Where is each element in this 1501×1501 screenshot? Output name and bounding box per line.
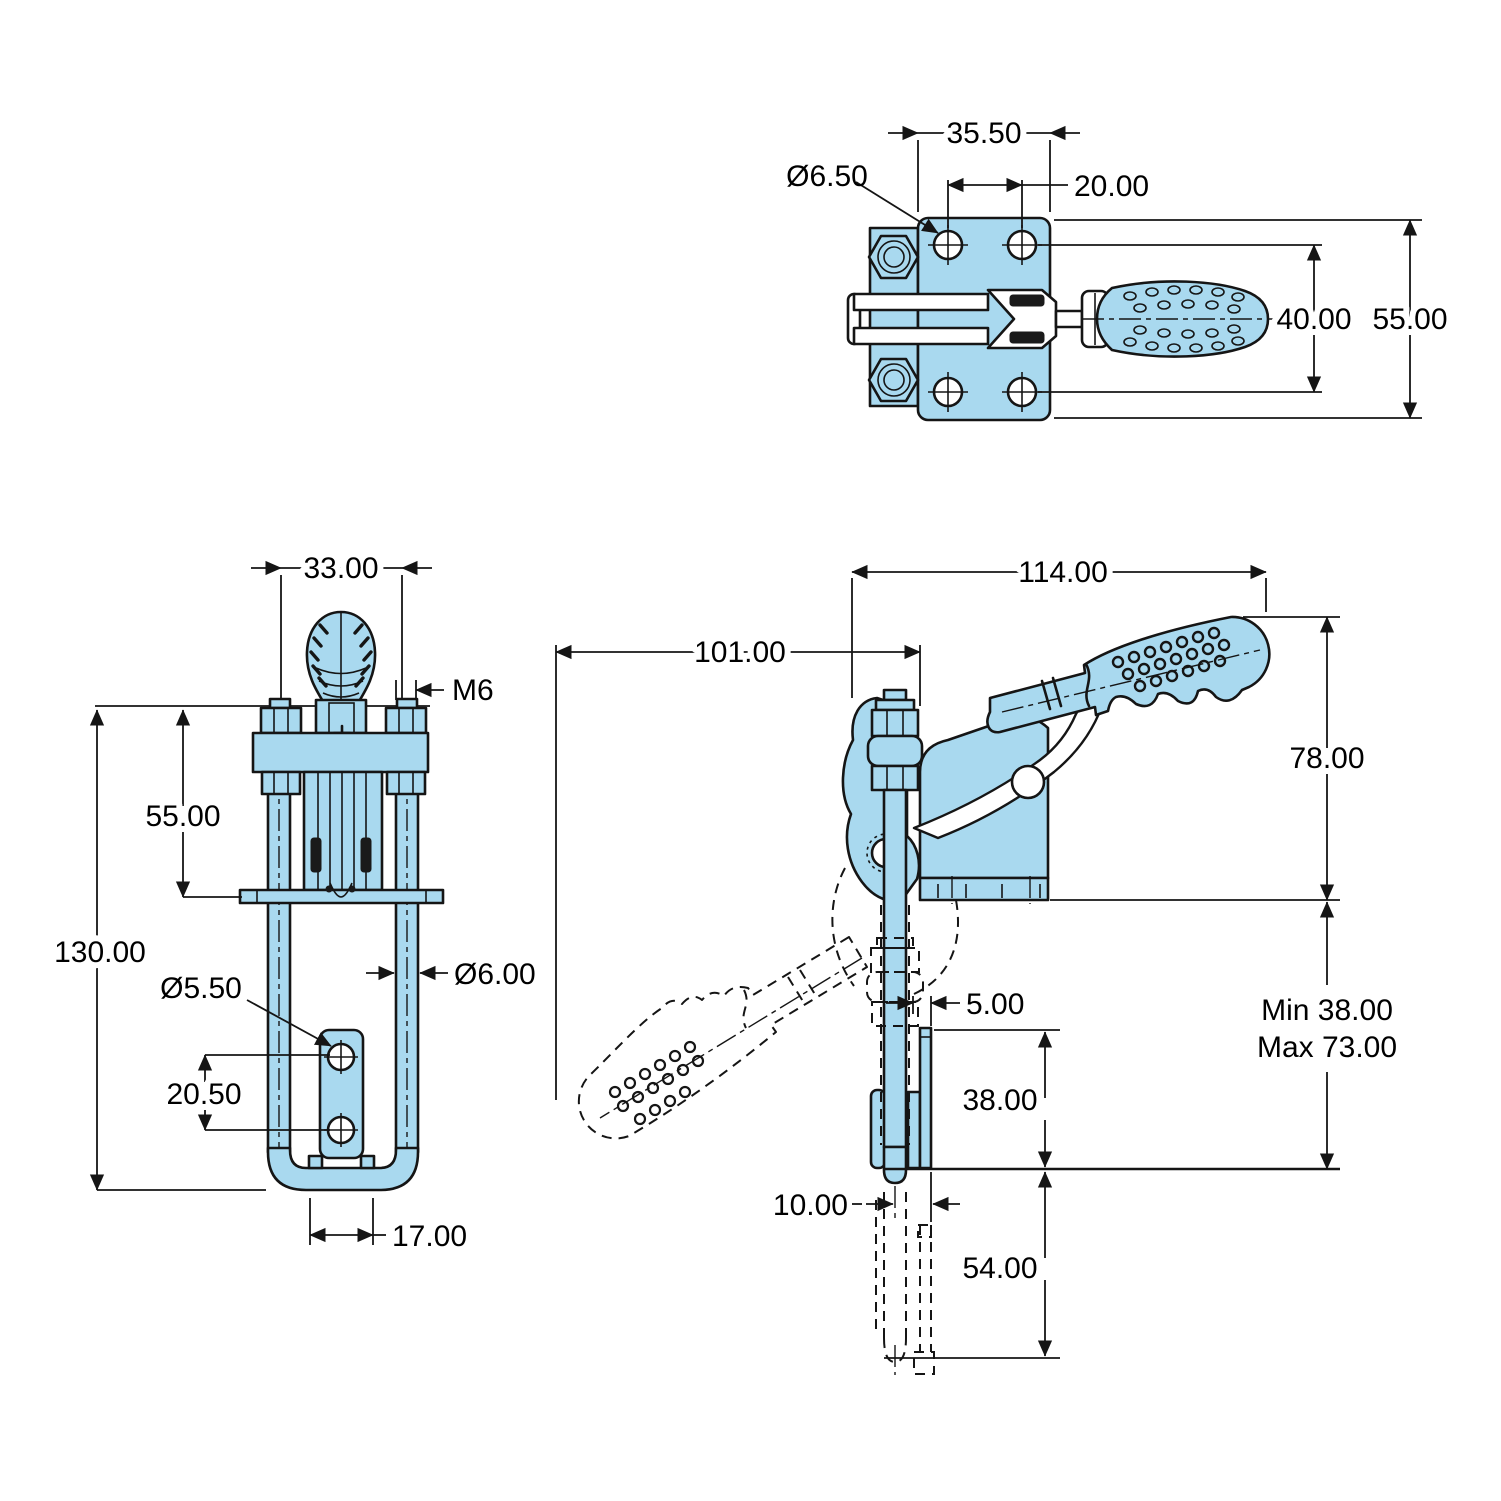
dim-text-rod-diameter: Ø6.00 [454, 958, 536, 991]
mounting-flange-front [238, 882, 445, 905]
hex-nut-top [867, 234, 920, 280]
dim-clamp-range: Min 38.00 Max 73.00 [1251, 901, 1403, 1170]
dim-text-stroke-extension: 54.00 [962, 1252, 1037, 1285]
front-view: 33.00 M6 55.00 130.00 Ø6.00 [48, 546, 536, 1253]
dim-text-plate-offset: 5.00 [966, 988, 1024, 1021]
dim-hook-drop: 38.00 [934, 1029, 1060, 1168]
dim-plate-offset: 5.00 [886, 988, 1024, 1026]
dim-text-mount-width: 35.50 [946, 117, 1021, 150]
dim-hook-width: 17.00 [309, 1198, 467, 1253]
dim-text-hook-hole-spacing: 20.50 [166, 1078, 241, 1111]
mounting-holes [928, 225, 1042, 412]
dim-text-overall-height: 130.00 [54, 936, 146, 969]
dim-text-overall-length: 114.00 [1018, 556, 1108, 589]
clamp-top-plate [251, 731, 430, 774]
spindle-nuts [866, 688, 924, 792]
u-bolt-bend [266, 1146, 420, 1192]
dim-plate-height: 55.00 [1054, 219, 1454, 419]
hex-nut-bottom [867, 357, 920, 403]
dim-text-hook-hole-diameter: Ø5.50 [160, 972, 242, 1005]
dim-text-clamp-range-min: Min 38.00 [1261, 994, 1393, 1027]
dim-text-rod-offset: 10.00 [773, 1189, 848, 1222]
dim-text-hook-width: 17.00 [392, 1220, 467, 1253]
dim-stud-spacing: 33.00 [251, 546, 432, 700]
dim-thread: M6 [395, 674, 494, 707]
threaded-rod [880, 788, 910, 1218]
grip-dots-side [1111, 626, 1231, 693]
spindle-rod-top [1054, 309, 1084, 329]
hook-plate-side [918, 1026, 933, 1170]
dim-rod-offset: 10.00 [773, 1172, 960, 1222]
base-plate-side [918, 876, 1050, 904]
side-view: 114.00 101.00 78.00 Min 38.00 Max 73.00 [555, 550, 1403, 1375]
open-position-ghost [577, 867, 960, 1375]
dim-text-thread: M6 [452, 674, 494, 707]
dim-hole-diameter: Ø6.50 [786, 160, 939, 234]
dim-hole-spacing-x: 20.00 [947, 170, 1149, 228]
dim-hook-hole-diameter: Ø5.50 [160, 972, 332, 1047]
dim-text-hook-drop: 38.00 [962, 1084, 1037, 1117]
dim-rod-diameter: Ø6.00 [366, 958, 536, 991]
dim-text-clamp-range-max: Max 73.00 [1257, 1031, 1397, 1064]
dim-open-reach: 101.00 [555, 630, 921, 1100]
handle-side [986, 615, 1271, 734]
grip-dots [1123, 285, 1245, 353]
top-view: 35.50 Ø6.50 20.00 40.00 [786, 111, 1454, 422]
dim-text-body-height: 55.00 [145, 800, 220, 833]
dim-text-handle-height: 78.00 [1289, 742, 1364, 775]
open-handle-ghost [577, 936, 868, 1140]
dim-hole-spacing-y: 40.00 [1038, 244, 1358, 393]
hook-plate-front [307, 1028, 376, 1170]
dim-text-hole-spacing-y: 40.00 [1276, 303, 1351, 336]
dim-stroke-extension: 54.00 [884, 1171, 1060, 1359]
dim-handle-height: 78.00 [1243, 616, 1371, 901]
dim-text-hole-spacing-x: 20.00 [1074, 170, 1149, 203]
dim-text-open-reach: 101.00 [694, 636, 786, 669]
dim-overall-height: 130.00 [48, 709, 266, 1191]
clamp-body-front [302, 770, 384, 892]
ghost-grip-dots [608, 1040, 705, 1126]
dim-hook-hole-spacing: 20.50 [160, 1054, 330, 1131]
handle-knob-front [305, 610, 377, 705]
dim-body-height: 55.00 [139, 709, 242, 898]
u-bolt-arms [846, 292, 990, 346]
dim-text-stud-spacing: 33.00 [303, 552, 378, 585]
dim-text-plate-height: 55.00 [1372, 303, 1447, 336]
dim-overall-length: 114.00 [851, 550, 1267, 698]
clevis-top [986, 288, 1058, 350]
pivot-hole [1010, 764, 1046, 800]
knob-hatch [309, 623, 373, 688]
handle-grip-top [1082, 280, 1276, 358]
dim-mount-width: 35.50 [888, 111, 1080, 212]
dim-text-hole-diameter: Ø6.50 [786, 160, 868, 193]
